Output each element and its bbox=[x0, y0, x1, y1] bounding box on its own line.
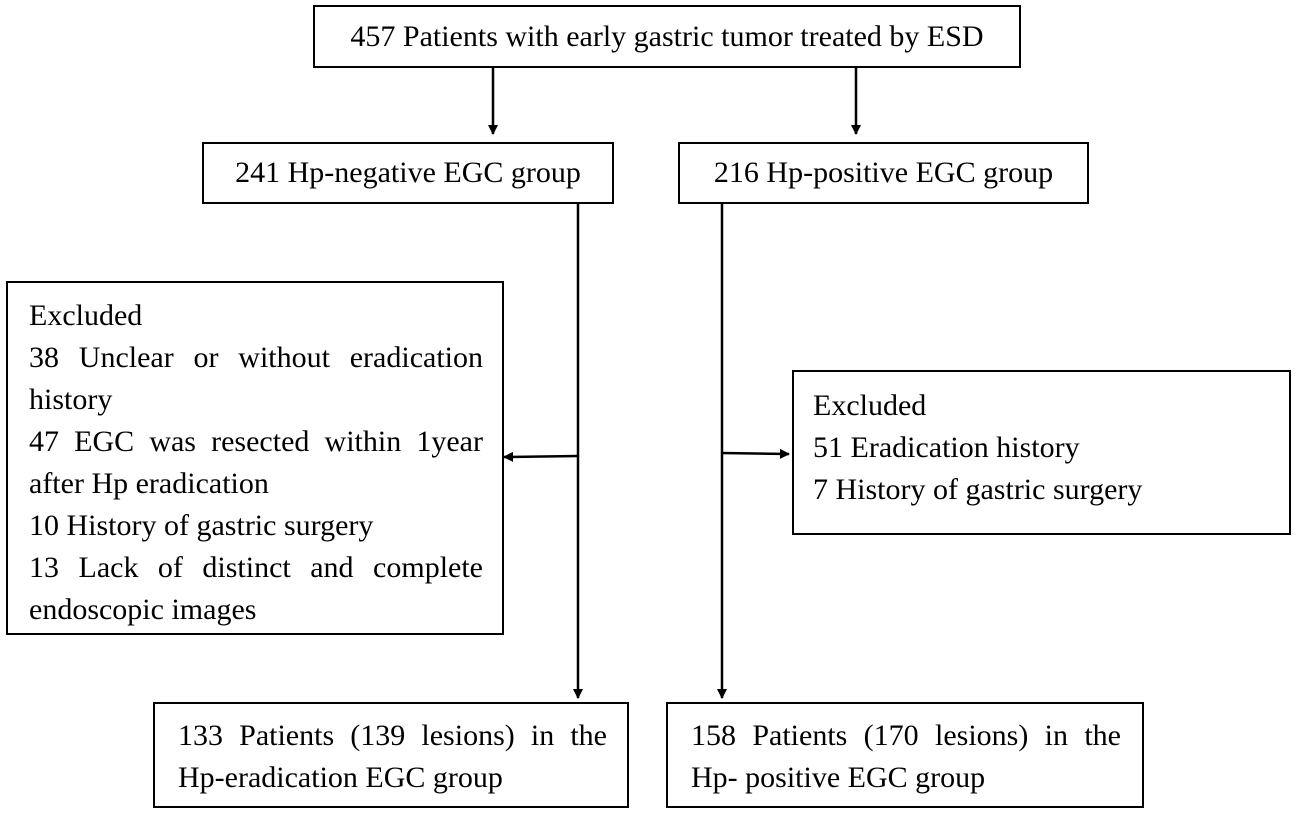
excluded-left-line-3: 47 EGC was resected within 1year bbox=[29, 425, 483, 458]
excluded-left-line-7: endoscopic images bbox=[29, 593, 257, 626]
excluded-left-line-1: 38 Unclear or without eradication bbox=[29, 341, 483, 374]
final-left-line-1: 133 Patients (139 lesions) in the bbox=[178, 719, 607, 752]
final-hp-eradication-box: 133 Patients (139 lesions) in the Hp-era… bbox=[153, 702, 629, 808]
final-left-line-2: Hp-eradication EGC group bbox=[178, 761, 503, 794]
excluded-right-heading: Excluded bbox=[813, 389, 927, 422]
excluded-left-heading: Excluded bbox=[29, 299, 143, 332]
excluded-left-line-5: 10 History of gastric surgery bbox=[29, 509, 374, 542]
arrow-to-excluded-left bbox=[503, 451, 579, 462]
excluded-right-box: Excluded 51 Eradication history 7 Histor… bbox=[792, 370, 1291, 535]
final-right-line-1: 158 Patients (170 lesions) in the bbox=[691, 719, 1121, 752]
hp-negative-group-label: 241 Hp-negative EGC group bbox=[235, 156, 581, 189]
final-hp-positive-box: 158 Patients (170 lesions) in the Hp- po… bbox=[666, 702, 1144, 808]
excluded-left-line-4: after Hp eradication bbox=[29, 467, 269, 500]
total-patients-box: 457 Patients with early gastric tumor tr… bbox=[313, 5, 1021, 68]
excluded-right-line-2: 7 History of gastric surgery bbox=[813, 473, 1143, 506]
final-right-line-2: Hp- positive EGC group bbox=[691, 761, 986, 794]
hp-negative-group-box: 241 Hp-negative EGC group bbox=[202, 142, 614, 204]
hp-positive-group-label: 216 Hp-positive EGC group bbox=[713, 156, 1054, 189]
hp-positive-group-box: 216 Hp-positive EGC group bbox=[678, 142, 1089, 204]
excluded-left-line-2: history bbox=[29, 383, 113, 416]
arrow-to-excluded-right bbox=[721, 448, 790, 459]
total-patients-label: 457 Patients with early gastric tumor tr… bbox=[350, 19, 984, 53]
excluded-right-line-1: 51 Eradication history bbox=[813, 431, 1080, 464]
excluded-left-line-6: 13 Lack of distinct and complete bbox=[29, 551, 483, 584]
excluded-left-box: Excluded 38 Unclear or without eradicati… bbox=[6, 281, 504, 635]
